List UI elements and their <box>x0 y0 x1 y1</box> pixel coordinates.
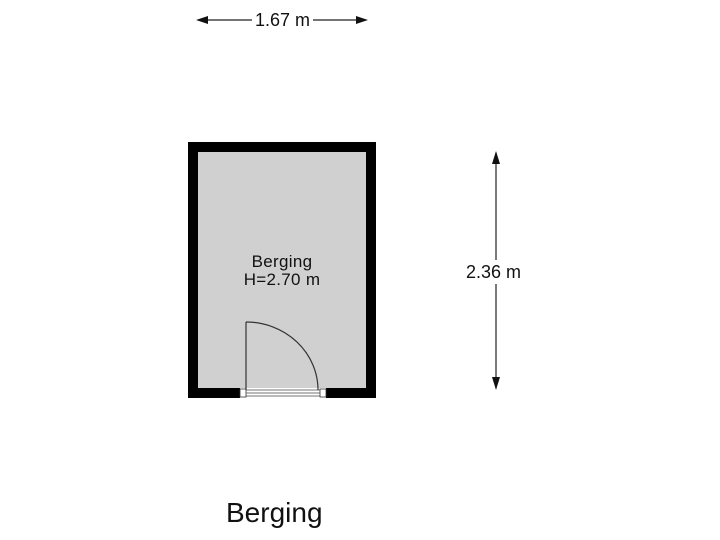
height-dimension-label: 2.36 m <box>466 260 522 284</box>
room-ceiling-height: H=2.70 m <box>243 270 321 289</box>
plan-title: Berging <box>226 497 323 528</box>
room-floor <box>198 152 366 388</box>
room-walls <box>188 142 376 398</box>
room-name: Berging <box>251 252 313 271</box>
width-dimension-label: 1.67 m <box>252 10 314 30</box>
door-icon <box>239 321 327 398</box>
room-label: Berging H=2.70 m <box>198 253 366 289</box>
